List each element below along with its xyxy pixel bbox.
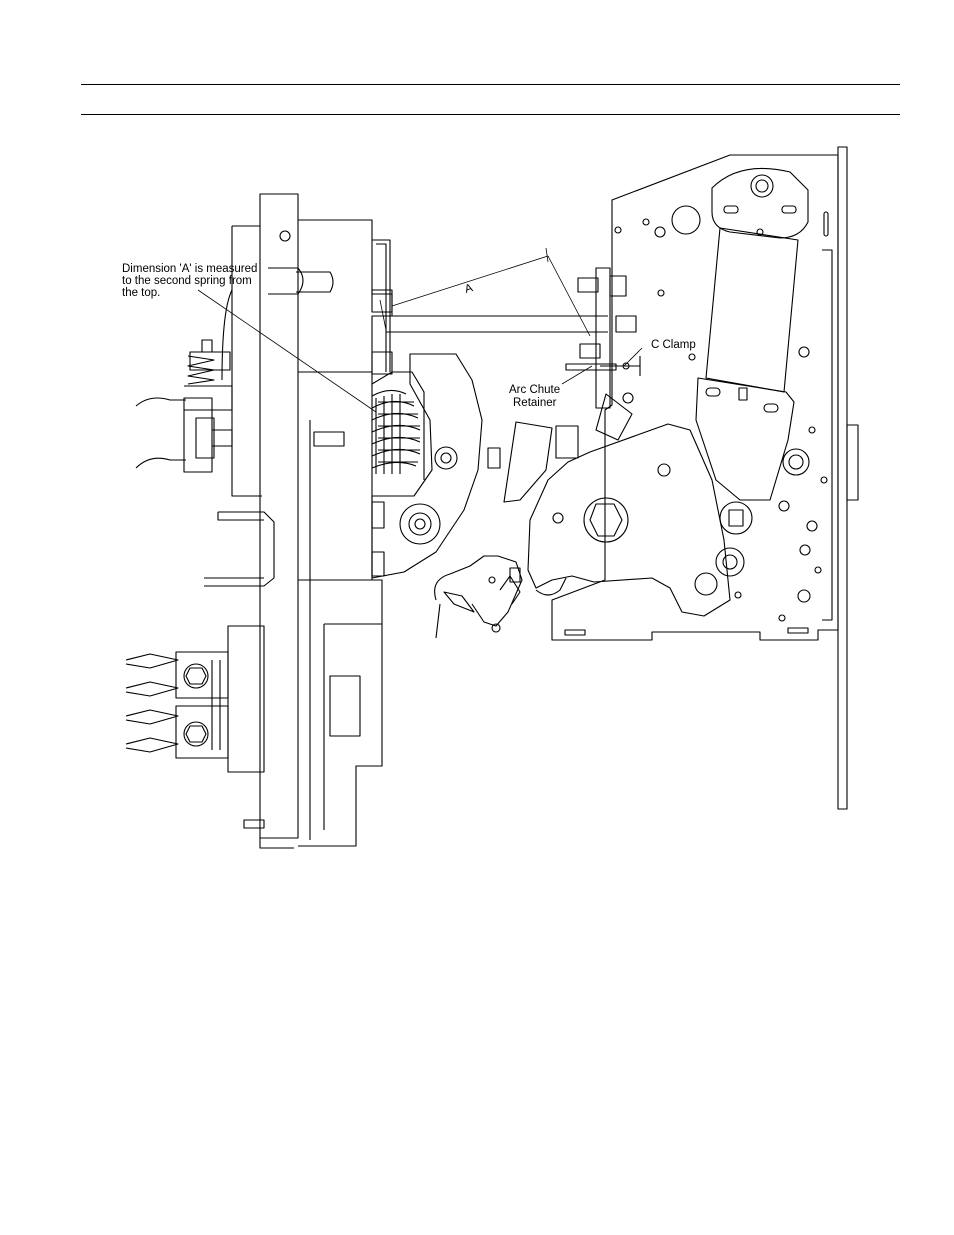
- dimension-a-line: [391, 255, 549, 307]
- dimension-a-label: A: [463, 282, 474, 296]
- dimension-note-line-2: to the second spring from: [122, 275, 252, 287]
- middle-bracket: [204, 511, 275, 587]
- arc-chute-label-line-2: Retainer: [513, 397, 557, 409]
- breaker-frame: [243, 193, 393, 849]
- arc-chute-label-line-1: Arc Chute: [509, 384, 560, 396]
- arc-chute-retainer: [386, 267, 637, 503]
- c-clamp: [600, 356, 641, 376]
- annotation-leaders: [197, 247, 643, 413]
- callouts: Dimension 'A' is measured to the second …: [122, 263, 696, 409]
- dimension-note-line-1: Dimension 'A' is measured: [122, 263, 257, 275]
- dimension-note-leader: [197, 289, 377, 413]
- header-rule-top: [81, 84, 900, 85]
- lower-primary-stab: [125, 625, 265, 773]
- upper-link-bracket: [711, 167, 809, 239]
- dimension-a-tick: [545, 247, 549, 263]
- dimension-note-line-3: the top.: [122, 287, 160, 299]
- header-rule-bottom: [81, 114, 900, 115]
- main-cam: [527, 423, 731, 617]
- right-side-plate: [551, 146, 859, 810]
- closing-link: [695, 227, 799, 577]
- upper-primary-stab: [135, 225, 334, 497]
- dimension-a-extension-right: [547, 255, 591, 337]
- dimension-a-extension-left: [379, 299, 387, 331]
- c-clamp-leader: [623, 347, 643, 367]
- trip-latch-linkage: [434, 555, 523, 639]
- charging-springs: [371, 371, 425, 480]
- center-support-bracket: [371, 353, 483, 579]
- c-clamp-label: C Clamp: [651, 339, 696, 351]
- arc-chute-leader: [561, 365, 593, 385]
